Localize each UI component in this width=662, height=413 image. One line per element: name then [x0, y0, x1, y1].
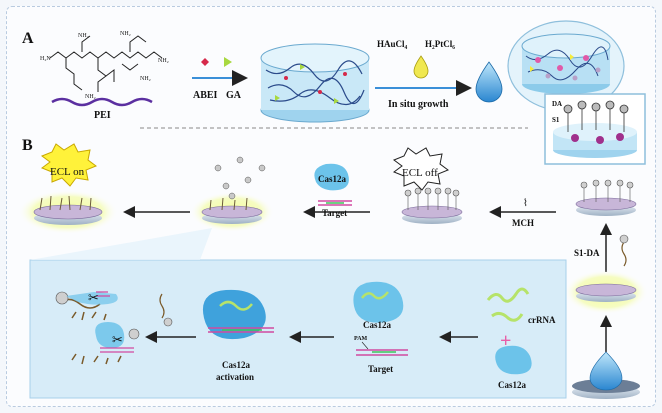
electrode-inset	[544, 93, 646, 165]
s1da-probe-icon	[619, 234, 629, 267]
pam-label: PAM	[354, 336, 368, 342]
da-label: DA	[552, 100, 562, 108]
svg-text:NH₂: NH₂	[140, 76, 151, 82]
svg-text:✂: ✂	[88, 290, 99, 305]
released-probe	[159, 293, 173, 327]
crrna-label: crRNA	[528, 315, 556, 325]
electrode-ecl-off	[401, 187, 463, 224]
reagent-ga-label: GA	[226, 90, 242, 101]
pei-structure	[49, 35, 163, 92]
reagent-abei-label: ABEI	[193, 90, 218, 101]
in-situ-growth-label: In situ growth	[388, 99, 449, 110]
ecl-off-burst	[392, 147, 450, 191]
cas12a-complex-label: Cas12a	[363, 320, 392, 330]
svg-text:NH₂: NH₂	[78, 33, 89, 39]
ecl-on-label: ECL on	[50, 166, 85, 178]
cas12a-activated	[202, 289, 274, 340]
h2ptcl6-label: H₂PtCl₆	[425, 39, 455, 49]
svg-text:⌇: ⌇	[523, 198, 528, 209]
mch-label: MCH	[512, 218, 534, 228]
svg-text:✂: ✂	[112, 332, 123, 347]
hydrogel-disc	[260, 43, 370, 123]
cas12a-top	[314, 163, 349, 191]
cas12a-protein	[495, 345, 532, 375]
electrode-cleaved	[190, 156, 274, 232]
pei-amine-labels: H₂N NH₂ NH₂ NH₂ NH₂ NH₂	[40, 31, 169, 100]
haucl4-label: HAuCl₄	[377, 39, 408, 49]
cas12a-top-label: Cas12a	[318, 174, 347, 184]
crrna-strand	[486, 287, 530, 322]
cas12a-complex	[353, 281, 404, 323]
electrode-s1da	[575, 179, 637, 216]
electrode-ecl-on	[18, 190, 118, 234]
panel-b-letter: B	[22, 137, 33, 154]
s1-label: S1	[552, 116, 560, 124]
target-dna-top	[318, 200, 352, 206]
electrode-glow-right	[564, 270, 648, 314]
plus-sign: +	[500, 330, 511, 352]
abei-icon	[201, 58, 209, 66]
svg-text:NH₂: NH₂	[120, 31, 131, 37]
panel-a-letter: A	[22, 30, 34, 47]
zoom-connector	[30, 228, 212, 260]
ecl-on-burst	[40, 143, 98, 187]
ga-icon	[224, 57, 232, 67]
target-bottom-label: Target	[368, 364, 393, 374]
activation-line2: activation	[216, 372, 254, 382]
s1da-label: S1-DA	[574, 248, 600, 258]
pei-label: PEI	[94, 110, 111, 121]
precursor-drop-icon	[413, 55, 429, 79]
cas12a-protein-label: Cas12a	[498, 380, 527, 390]
hydrogel-droplet	[475, 61, 503, 103]
pei-polymer-chain	[51, 97, 153, 107]
trans-cleavage: ✂ ✂	[55, 290, 140, 365]
svg-text:NH₂: NH₂	[85, 94, 96, 100]
ecl-off-label: ECL off	[402, 167, 438, 179]
zoom-bubble	[507, 20, 625, 112]
svg-text:NH₂: NH₂	[158, 58, 169, 64]
activation-line1: Cas12a	[222, 360, 251, 370]
svg-text:H₂N: H₂N	[40, 56, 51, 62]
droplet-on-electrode	[572, 351, 640, 399]
target-top-label: Target	[322, 208, 347, 218]
target-dna-pam	[356, 341, 408, 356]
